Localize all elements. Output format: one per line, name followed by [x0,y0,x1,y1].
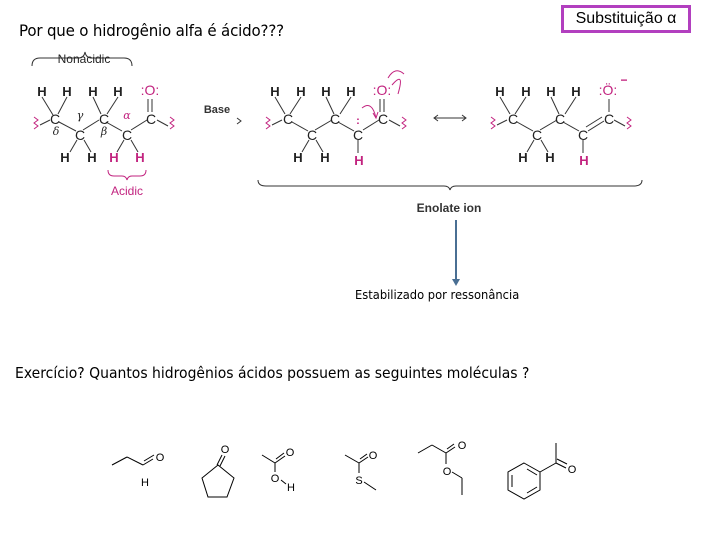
svg-text:C: C [99,111,109,127]
svg-text:δ: δ [53,125,60,138]
svg-text:H: H [62,84,71,99]
svg-text:Nonacidic: Nonacidic [58,52,111,66]
svg-text:O: O [369,450,378,462]
svg-text:O: O [221,444,230,456]
svg-text:H: H [354,153,363,168]
svg-text:−: − [620,73,627,87]
nonacidic-brace [31,51,133,67]
exercise-question: Exercício? Quantos hidrogênios ácidos po… [15,364,530,382]
svg-text::O:: :O: [141,82,160,98]
svg-text:H: H [346,84,355,99]
svg-text:C: C [578,127,588,143]
svg-text:H: H [521,84,530,99]
svg-text::O:: :O: [373,82,392,98]
svg-text:γ: γ [77,109,84,122]
svg-text:O: O [568,464,577,476]
svg-text:C: C [508,111,518,127]
svg-text:H: H [495,84,504,99]
svg-text:H: H [37,84,46,99]
svg-text:β: β [100,125,107,138]
svg-text:Base: Base [204,104,230,116]
svg-text:O: O [156,452,165,464]
svg-text:C: C [307,127,317,143]
svg-text:H: H [113,84,122,99]
page-title: Por que o hidrogênio alfa é ácido??? [19,21,284,40]
svg-text:H: H [571,84,580,99]
svg-text:H: H [287,482,295,494]
svg-text:H: H [109,150,118,165]
svg-text:H: H [141,477,149,489]
svg-text:O: O [271,473,280,485]
svg-text:H: H [579,153,588,168]
svg-text:C: C [283,111,293,127]
svg-text:C: C [353,127,363,143]
svg-text:H: H [60,150,69,165]
svg-text:H: H [518,150,527,165]
svg-text:O: O [443,466,452,478]
svg-text:H: H [270,84,279,99]
svg-text:C: C [146,111,156,127]
svg-text:H: H [320,150,329,165]
svg-text:H: H [546,84,555,99]
svg-text:Acidic: Acidic [111,184,143,198]
svg-text::: : [356,115,360,127]
svg-text:C: C [378,111,388,127]
svg-text:α: α [123,109,131,122]
svg-text:H: H [87,150,96,165]
svg-text:C: C [532,127,542,143]
svg-text:H: H [296,84,305,99]
svg-text:C: C [330,111,340,127]
svg-text:H: H [135,150,144,165]
svg-text:C: C [122,127,132,143]
svg-text:O: O [286,447,295,459]
svg-text::Ö:: :Ö: [599,81,618,98]
svg-text:O: O [458,440,467,452]
svg-text:C: C [50,111,60,127]
svg-text:S: S [355,475,362,487]
svg-text:H: H [321,84,330,99]
svg-text:H: H [88,84,97,99]
stabilized-label: Estabilizado por ressonância [355,287,520,302]
svg-text:H: H [545,150,554,165]
svg-text:C: C [75,127,85,143]
svg-text:C: C [555,111,565,127]
svg-text:H: H [293,150,302,165]
svg-text:C: C [604,111,614,127]
topic-badge: Substituição α [561,5,691,33]
svg-text:Enolate ion: Enolate ion [417,201,482,215]
